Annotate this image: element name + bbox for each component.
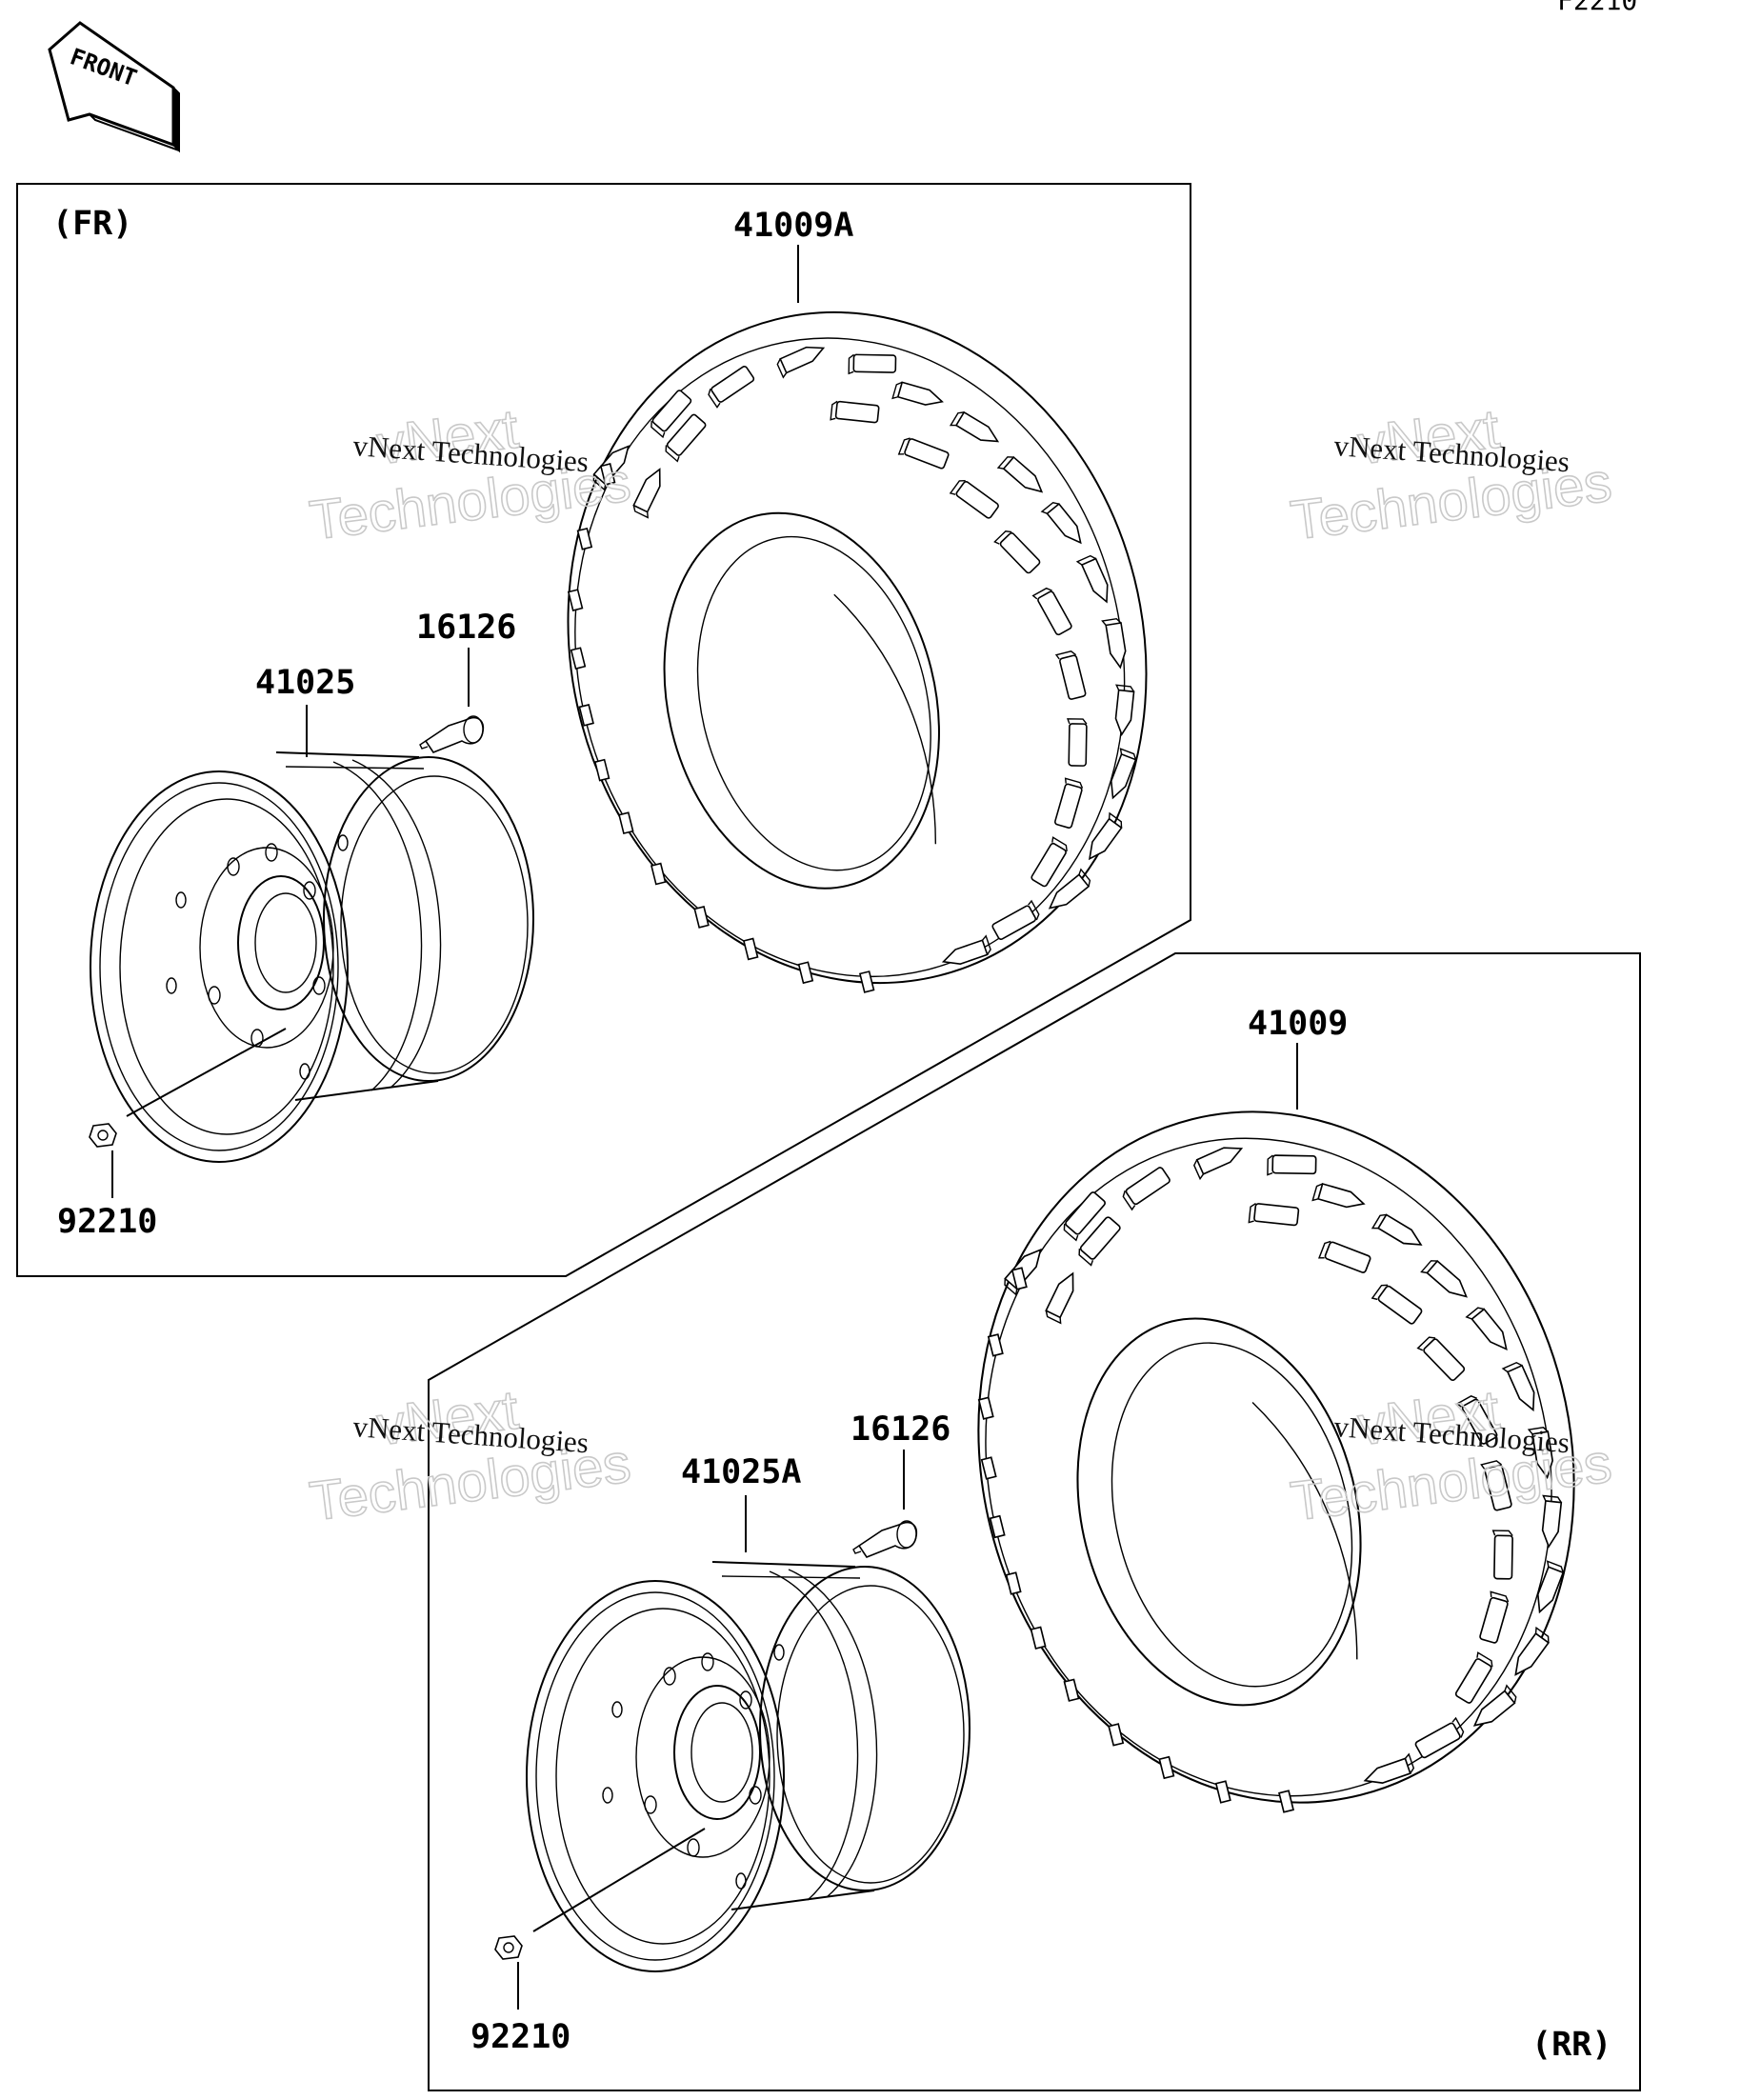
rear-section-frame	[428, 952, 1641, 2091]
front-nut-icon	[89, 1123, 117, 1148]
rear-nut-icon	[494, 1935, 523, 1960]
part-number-rear-nut: 92210	[470, 2018, 570, 2056]
front-tire	[498, 250, 1216, 1045]
part-number-rear-valve: 16126	[850, 1410, 951, 1449]
leader-rear-nut	[517, 1828, 706, 2010]
front-valve	[419, 715, 485, 753]
part-number-front-tire: 41009A	[733, 207, 853, 245]
page-code: F2210	[1557, 0, 1637, 16]
rear-wheel	[526, 1561, 971, 1972]
rear-section-label: (RR)	[1531, 2026, 1611, 2064]
part-number-front-nut: 92210	[57, 1203, 157, 1241]
front-arrow-icon: FRONT	[48, 21, 180, 153]
part-number-rear-wheel: 41025A	[681, 1453, 801, 1491]
front-section-frame	[16, 183, 1191, 1277]
part-number-front-valve: 16126	[416, 609, 516, 647]
part-number-front-wheel: 41025	[255, 664, 355, 702]
rear-valve	[852, 1520, 918, 1558]
leader-front-nut	[111, 1028, 287, 1198]
part-number-rear-tire: 41009	[1248, 1005, 1348, 1043]
front-section-label: (FR)	[52, 205, 132, 243]
